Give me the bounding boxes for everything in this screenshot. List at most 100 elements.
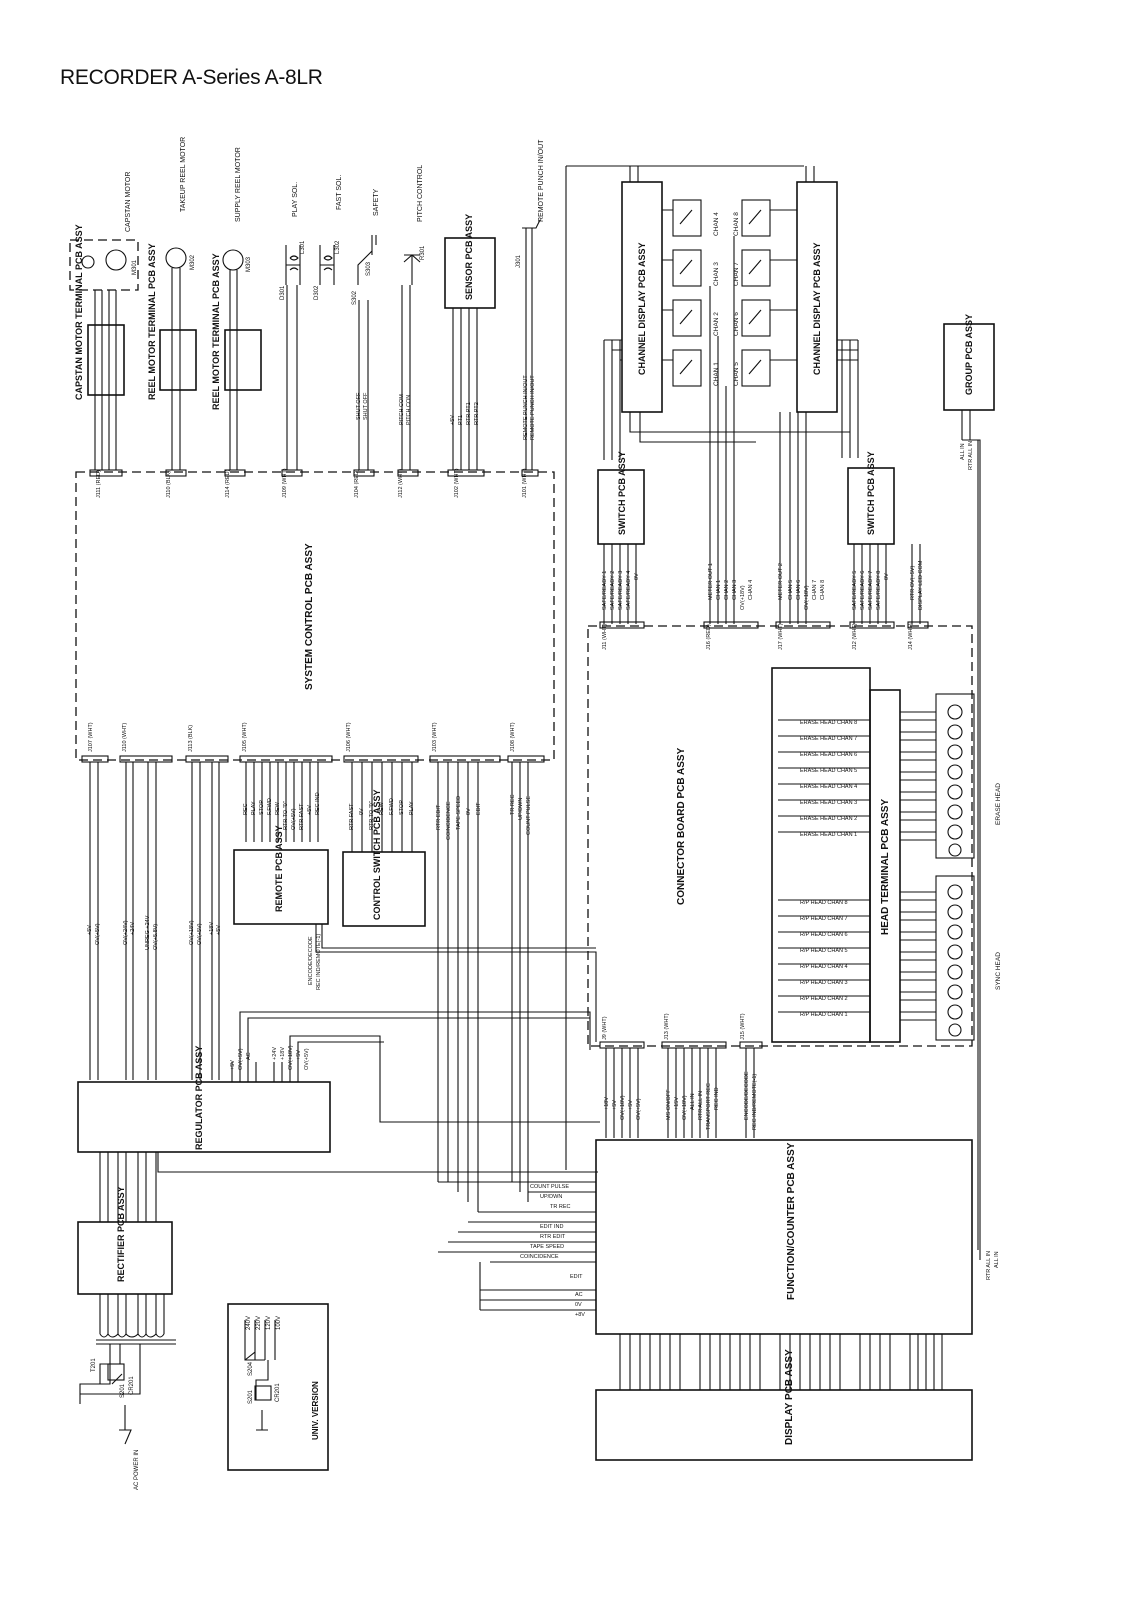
meter-chan-2 [672,299,702,337]
svg-text:AC: AC [575,1292,583,1298]
fast-sol-label: FAST SOL. [336,175,343,210]
svg-text:STOP: STOP [259,800,265,815]
svg-text:J301: J301 [516,254,522,268]
capstan-part: M301 [132,259,138,275]
svg-text:SAFE/READY 6: SAFE/READY 6 [860,571,866,610]
svg-text:ERASE HEAD CHAN 4: ERASE HEAD CHAN 4 [800,784,857,790]
svg-text:ERASE HEAD CHAN 5: ERASE HEAD CHAN 5 [800,768,857,774]
group-pcb: GROUP PCB ASSY [943,314,995,411]
vu-meters: CHAN 4 CHAN 3 CHAN 2 CHAN 1 CHAN 8 CHAN … [672,199,771,387]
connector-j9-labels: +18V +5V OV(+18V) +5V OV(+5V) [604,1095,642,1120]
svg-text:OV(+24V): OV(+24V) [123,920,129,945]
svg-text:+18V: +18V [604,1097,610,1110]
play-sol-label: PLAY SOL. [292,182,299,217]
svg-text:RTR EDIT: RTR EDIT [436,804,442,830]
meter-chan-8 [741,199,771,237]
svg-text:+5V: +5V [612,1100,618,1110]
svg-text:REEL MOTOR TERMINAL PCB ASSY: REEL MOTOR TERMINAL PCB ASSY [211,253,221,410]
svg-text:RECTIFIER PCB ASSY: RECTIFIER PCB ASSY [116,1186,126,1282]
svg-text:+5V: +5V [307,805,313,815]
svg-text:UP/DWN: UP/DWN [518,798,524,820]
svg-text:+5V: +5V [450,415,456,425]
svg-text:CHAN 3: CHAN 3 [732,580,738,600]
svg-text:CHAN 7: CHAN 7 [733,262,740,286]
svg-text:MS ON/OFF: MS ON/OFF [666,1089,672,1120]
svg-text:CHAN 7: CHAN 7 [812,580,818,600]
svg-text:R/P HEAD CHAN 4: R/P HEAD CHAN 4 [800,964,848,970]
svg-text:EDIT IND: EDIT IND [540,1224,563,1230]
svg-text:+5V: +5V [230,1060,236,1070]
channel-display-pcb-2: CHANNEL DISPLAY PCB ASSY [796,181,838,413]
svg-text:RTR FAST: RTR FAST [299,803,305,830]
svg-text:REC IND: REC IND [714,1087,720,1110]
svg-text:RTR ALL IN: RTR ALL IN [968,441,974,470]
svg-text:REC IND: REC IND [315,792,321,815]
svg-text:FUNCTION/COUNTER PCB ASSY: FUNCTION/COUNTER PCB ASSY [786,1142,797,1300]
page-title: RECORDER A-Series A-8LR [60,66,323,89]
svg-text:CHAN 4: CHAN 4 [748,580,754,600]
svg-text:TR REC: TR REC [550,1204,571,1210]
meter-chan-4 [672,199,702,237]
svg-text:S302: S302 [352,290,358,305]
svg-text:+18V: +18V [280,1047,286,1060]
svg-text:COINCIDENCE: COINCIDENCE [520,1254,559,1260]
svg-text:J111 (RED): J111 (RED) [96,470,102,498]
svg-text:SENSOR PCB ASSY: SENSOR PCB ASSY [464,214,474,300]
svg-text:RTR PT1: RTR PT1 [466,402,472,425]
svg-text:L302: L302 [335,240,341,254]
svg-text:F.FWD: F.FWD [389,798,395,815]
svg-text:CHAN 3: CHAN 3 [713,262,720,286]
svg-text:R/P HEAD CHAN 3: R/P HEAD CHAN 3 [800,980,848,986]
svg-text:J11 (WHT): J11 (WHT) [602,624,608,650]
svg-text:REC: REC [243,803,249,815]
svg-text:SHUT OFF: SHUT OFF [363,392,369,420]
svg-text:CHAN 8: CHAN 8 [820,580,826,600]
svg-text:0V: 0V [575,1302,582,1308]
remote-punch-jack: J301 [516,219,541,288]
svg-text:+5V: +5V [296,1050,302,1060]
sync-head: SYNC HEAD [935,875,1002,1041]
component-labels: CAPSTAN MOTOR TAKEUP REEL MOTOR SUPPLY R… [125,137,545,232]
display-pcb: DISPLAY PCB ASSY [595,1349,973,1461]
svg-text:OV(+5V): OV(+5V) [95,923,101,945]
system-control-top-connectors: J111 (RED) J110 (BLK) J114 (RED) J109 (W… [89,468,539,498]
svg-text:+5V: +5V [87,925,93,935]
svg-text:D301: D301 [280,285,286,300]
head-terminal-pcb: HEAD TERMINAL PCB ASSY [771,667,901,1043]
svg-text:COUNT PULSE: COUNT PULSE [526,796,532,835]
meter-chan-7 [741,249,771,287]
regulator-right-labels: +5V OV(+5V) AC +24V +18V OV(+18V) +5V OV… [230,1045,310,1070]
svg-text:120V: 120V [266,1316,272,1330]
svg-text:REMOTE PCB ASSY: REMOTE PCB ASSY [274,825,284,912]
pitch-control-label: PITCH CONTROL [417,165,424,222]
svg-text:CHAN 6: CHAN 6 [733,312,740,336]
svg-text:METER OUT 2: METER OUT 2 [778,563,784,600]
univ-version-inset: 240V 220V 120V 100V S204 S201 CR201 UNIV… [227,1303,329,1471]
svg-text:R/P HEAD CHAN 5: R/P HEAD CHAN 5 [800,948,848,954]
svg-text:J9 (WHT): J9 (WHT) [602,1016,608,1040]
safety-label: SAFETY [373,188,380,216]
svg-text:ALL IN: ALL IN [690,1093,696,1110]
svg-text:J114 (RED): J114 (RED) [225,470,231,498]
svg-text:SAFE/READY 8: SAFE/READY 8 [876,571,882,610]
svg-text:SAFE/READY 5: SAFE/READY 5 [852,571,858,610]
svg-text:R301: R301 [420,245,426,260]
svg-text:CHAN 4: CHAN 4 [713,212,720,236]
control-switch-signal-labels: RTR FAST 0V RTR TO "0" REW F.FWD STOP PL… [349,798,415,830]
svg-text:F.FWD: F.FWD [267,798,273,815]
svg-text:OV(+18V): OV(+18V) [620,1095,626,1120]
takeup-reel-motor-label: TAKEUP REEL MOTOR [180,137,187,212]
sensor-pcb: SENSOR PCB ASSY [444,214,496,309]
svg-text:CONTROL SWITCH PCB ASSY: CONTROL SWITCH PCB ASSY [372,789,382,920]
svg-text:J102 (WHT): J102 (WHT) [454,468,460,498]
svg-text:CHAN 2: CHAN 2 [724,580,730,600]
svg-text:CR201: CR201 [275,1383,281,1402]
regulator-pcb: REGULATOR PCB ASSY [77,1046,331,1153]
switch-pcb-2: SWITCH PCB ASSY [847,451,895,545]
svg-text:OV(+18V): OV(+18V) [682,1095,688,1120]
erase-head: ERASE HEAD [935,693,1002,859]
svg-text:UP/DWN: UP/DWN [540,1194,562,1200]
svg-text:AC POWER IN: AC POWER IN [134,1450,140,1490]
takeup-part: M302 [190,254,196,270]
svg-text:ERASE HEAD CHAN 2: ERASE HEAD CHAN 2 [800,816,857,822]
